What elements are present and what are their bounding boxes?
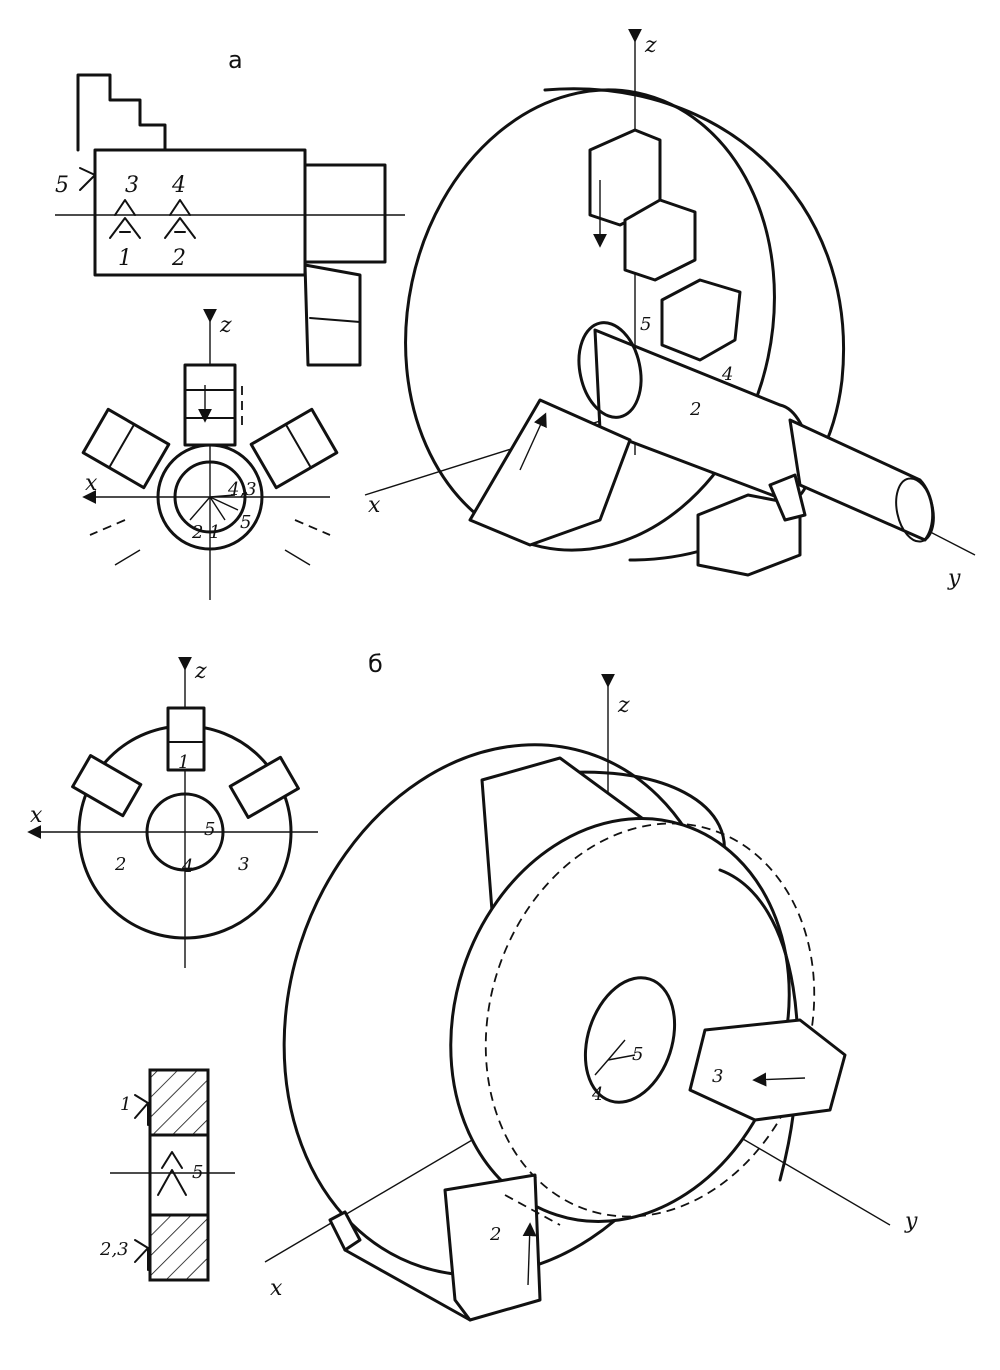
label-2-b-iso: 2 <box>489 1224 501 1245</box>
axis-x-b-front: x <box>30 803 43 828</box>
axis-y-b-iso: y <box>904 1209 918 1234</box>
label-1-b-front: 1 <box>178 752 189 773</box>
axis-z-b-front: z <box>194 659 207 684</box>
axis-x-b-iso: x <box>270 1276 283 1301</box>
panel-b-section-view: 1 5 2,3 <box>99 1068 235 1282</box>
label-4-a: 4 <box>171 173 186 198</box>
axis-x-a-iso: x <box>368 493 381 518</box>
axis-z-b-iso: z <box>617 693 630 718</box>
label-4-b-front: 4 <box>181 856 193 877</box>
axis-z-a-iso: z <box>644 33 657 58</box>
label-2-b-front: 2 <box>114 854 126 875</box>
label-1-b-section: 1 <box>120 1094 131 1115</box>
panel-label-a: а <box>228 46 243 74</box>
axis-x-a-front: x <box>85 471 98 496</box>
label-5-b-front: 5 <box>204 819 215 840</box>
label-2-a-iso: 2 <box>689 399 701 420</box>
label-4-a-iso: 4 <box>721 364 733 385</box>
label-5-b-iso: 5 <box>632 1044 643 1065</box>
panel-a-side-view: 5 3 4 1 2 <box>55 73 405 367</box>
label-23-b-section: 2,3 <box>99 1239 129 1260</box>
label-5-a-front: 5 <box>240 512 251 533</box>
label-5-a: 5 <box>55 173 69 198</box>
panel-label-b: б <box>368 650 383 678</box>
panel-a-isometric-chuck: z x y 5 2 4 <box>364 28 976 591</box>
panel-a-front-view: z x 4,3 2 1 5 <box>81 308 339 600</box>
axis-y-a-iso: y <box>947 566 961 591</box>
label-3-b-front: 3 <box>238 854 249 875</box>
label-4-b-iso: 4 <box>591 1084 603 1105</box>
label-5-a-iso: 5 <box>640 314 651 335</box>
label-5-b-section: 5 <box>192 1162 203 1183</box>
label-43-a: 4,3 <box>227 479 257 500</box>
panel-b-front-view: z x 1 2 3 5 4 <box>27 656 318 968</box>
label-2-a: 2 <box>171 246 186 271</box>
panel-b-isometric-chuck: z x y 1 5 4 3 2 <box>264 673 918 1322</box>
label-3-a: 3 <box>125 173 139 198</box>
axis-z-a-front: z <box>219 313 232 338</box>
label-3-b-iso: 3 <box>712 1066 723 1087</box>
label-21-a: 2 1 <box>191 522 221 543</box>
label-1-a: 1 <box>118 246 132 271</box>
